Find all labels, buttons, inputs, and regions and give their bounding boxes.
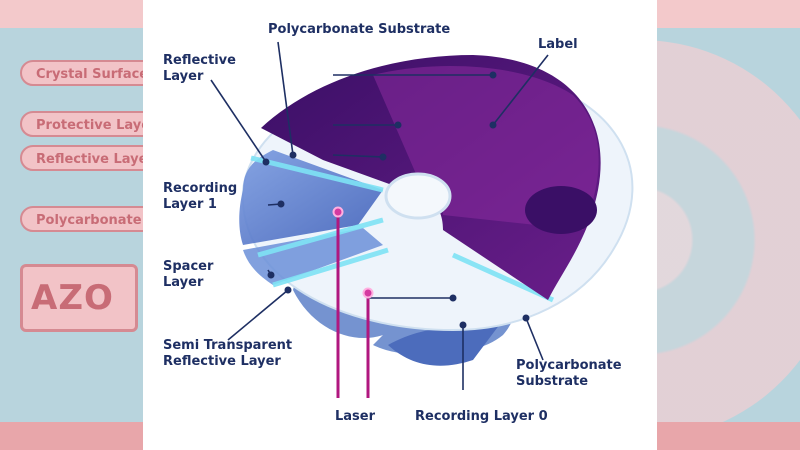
label-laser: Laser (335, 409, 376, 424)
leader-dots (262, 71, 530, 329)
center-hole (384, 172, 452, 220)
leader-lines (210, 41, 549, 390)
cyan-layer-edges (250, 155, 555, 303)
diagram-panel: Polycarbonate Substrate Label Reflective… (143, 0, 657, 450)
recording-layer-1-wedge (239, 150, 383, 245)
label-reflective-layer: Reflective Layer (163, 53, 236, 84)
label-polycarbonate-substrate-top: Polycarbonate Substrate (268, 22, 451, 37)
label-label-layer: Label (538, 37, 578, 52)
label-spacer-layer: Spacer Layer (163, 259, 214, 290)
laser-beams (332, 206, 374, 398)
spacer-layer-wedge (243, 228, 383, 285)
disc-cross-section-diagram (210, 41, 634, 398)
label-semi-transparent-reflective: Semi Transparent Reflective Layer (163, 338, 293, 369)
azo-logo: AZO (20, 264, 138, 332)
label-hole-shadow (525, 186, 597, 234)
label-polycarbonate-substrate-bottom: Polycarbonate Substrate (516, 358, 622, 389)
label-recording-layer-1: Recording Layer 1 (163, 181, 238, 212)
label-recording-layer-0: Recording Layer 0 (415, 409, 548, 424)
